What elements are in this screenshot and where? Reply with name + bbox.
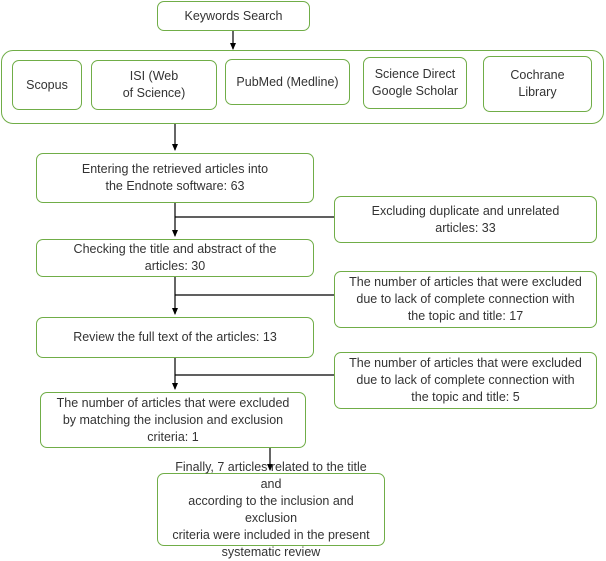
database-isi: ISI (Web of Science)	[91, 60, 217, 110]
exclusion-connection-5: The number of articles that were exclude…	[334, 352, 597, 409]
exclusion-duplicates: Excluding duplicate and unrelated articl…	[334, 196, 597, 243]
database-pubmed: PubMed (Medline)	[225, 59, 350, 105]
keywords-search-box: Keywords Search	[157, 1, 310, 31]
database-scopus: Scopus	[12, 60, 82, 110]
step-endnote: Entering the retrieved articles into the…	[36, 153, 314, 203]
database-cochrane: Cochrane Library	[483, 56, 592, 112]
exclusion-connection-17: The number of articles that were exclude…	[334, 271, 597, 328]
step-inclusion-exclusion: The number of articles that were exclude…	[40, 392, 306, 448]
final-included-box: Finally, 7 articles related to the title…	[157, 460, 385, 559]
database-science-direct-google-scholar: Science Direct Google Scholar	[363, 57, 467, 109]
step-title-abstract: Checking the title and abstract of the a…	[36, 239, 314, 277]
connector-lines	[172, 31, 334, 471]
step-full-text: Review the full text of the articles: 13	[36, 317, 314, 358]
